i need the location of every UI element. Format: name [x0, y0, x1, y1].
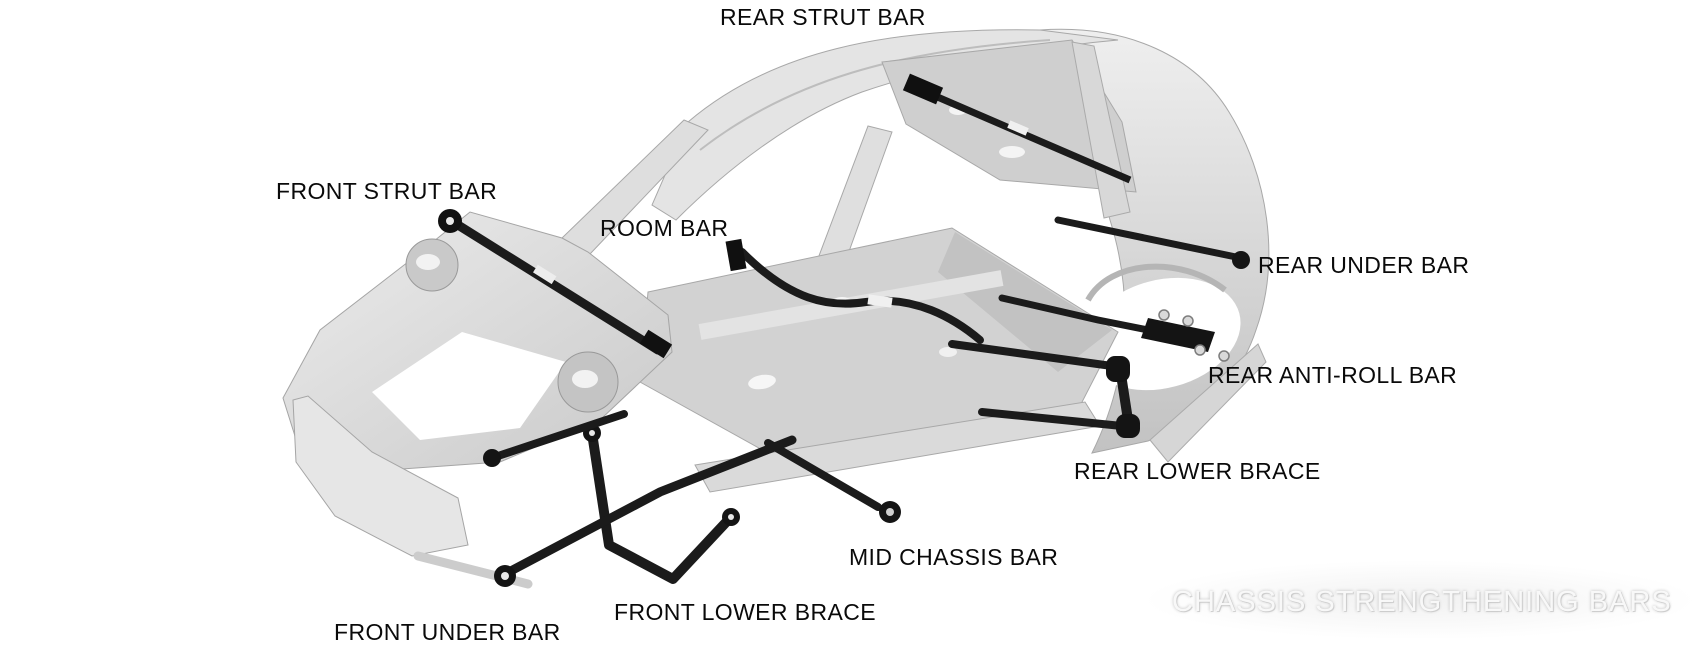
label-front-lower-brace: FRONT LOWER BRACE	[614, 599, 876, 625]
car-body	[282, 28, 1270, 589]
front-bumper	[292, 395, 469, 557]
label-mid-chassis-bar: MID CHASSIS BAR	[849, 544, 1059, 570]
rear-lower-brace-part	[948, 340, 1140, 438]
floor-hole	[939, 347, 957, 357]
front-strut-bar-part	[438, 209, 673, 359]
rear-anti-roll-bar-part	[998, 294, 1230, 362]
floor-hole	[748, 374, 776, 390]
strut-tower-left-hole	[416, 254, 440, 270]
room-bar-part	[725, 238, 984, 344]
strengthening-bars	[438, 73, 1250, 587]
label-front-strut-bar: FRONT STRUT BAR	[276, 178, 498, 204]
watermark-title: CHASSIS STRENGTHENING BARS	[1172, 586, 1672, 618]
rear-strut-bar-part	[902, 73, 1132, 184]
label-front-under-bar: FRONT UNDER BAR	[334, 619, 561, 645]
rear-lower-valance	[1149, 343, 1267, 463]
deck-hole	[999, 146, 1025, 158]
label-rear-lower-brace: REAR LOWER BRACE	[1074, 458, 1321, 484]
strut-tower-right-hole	[572, 370, 598, 388]
rear-wheel-arch-lip	[1085, 263, 1227, 302]
front-under-bar-part	[483, 410, 797, 587]
label-rear-anti-roll-bar: REAR ANTI-ROLL BAR	[1208, 362, 1458, 388]
mid-chassis-bar-part	[764, 439, 901, 523]
watermark-band	[1140, 560, 1700, 640]
front-lower-brace-part	[583, 424, 740, 584]
engine-bay-opening	[372, 332, 566, 440]
rear-under-bar-part	[1054, 216, 1250, 269]
roof-inner-edge	[699, 39, 1051, 151]
label-room-bar: ROOM BAR	[600, 215, 729, 241]
label-rear-strut-bar: REAR STRUT BAR	[720, 4, 926, 30]
label-rear-under-bar: REAR UNDER BAR	[1258, 252, 1470, 278]
